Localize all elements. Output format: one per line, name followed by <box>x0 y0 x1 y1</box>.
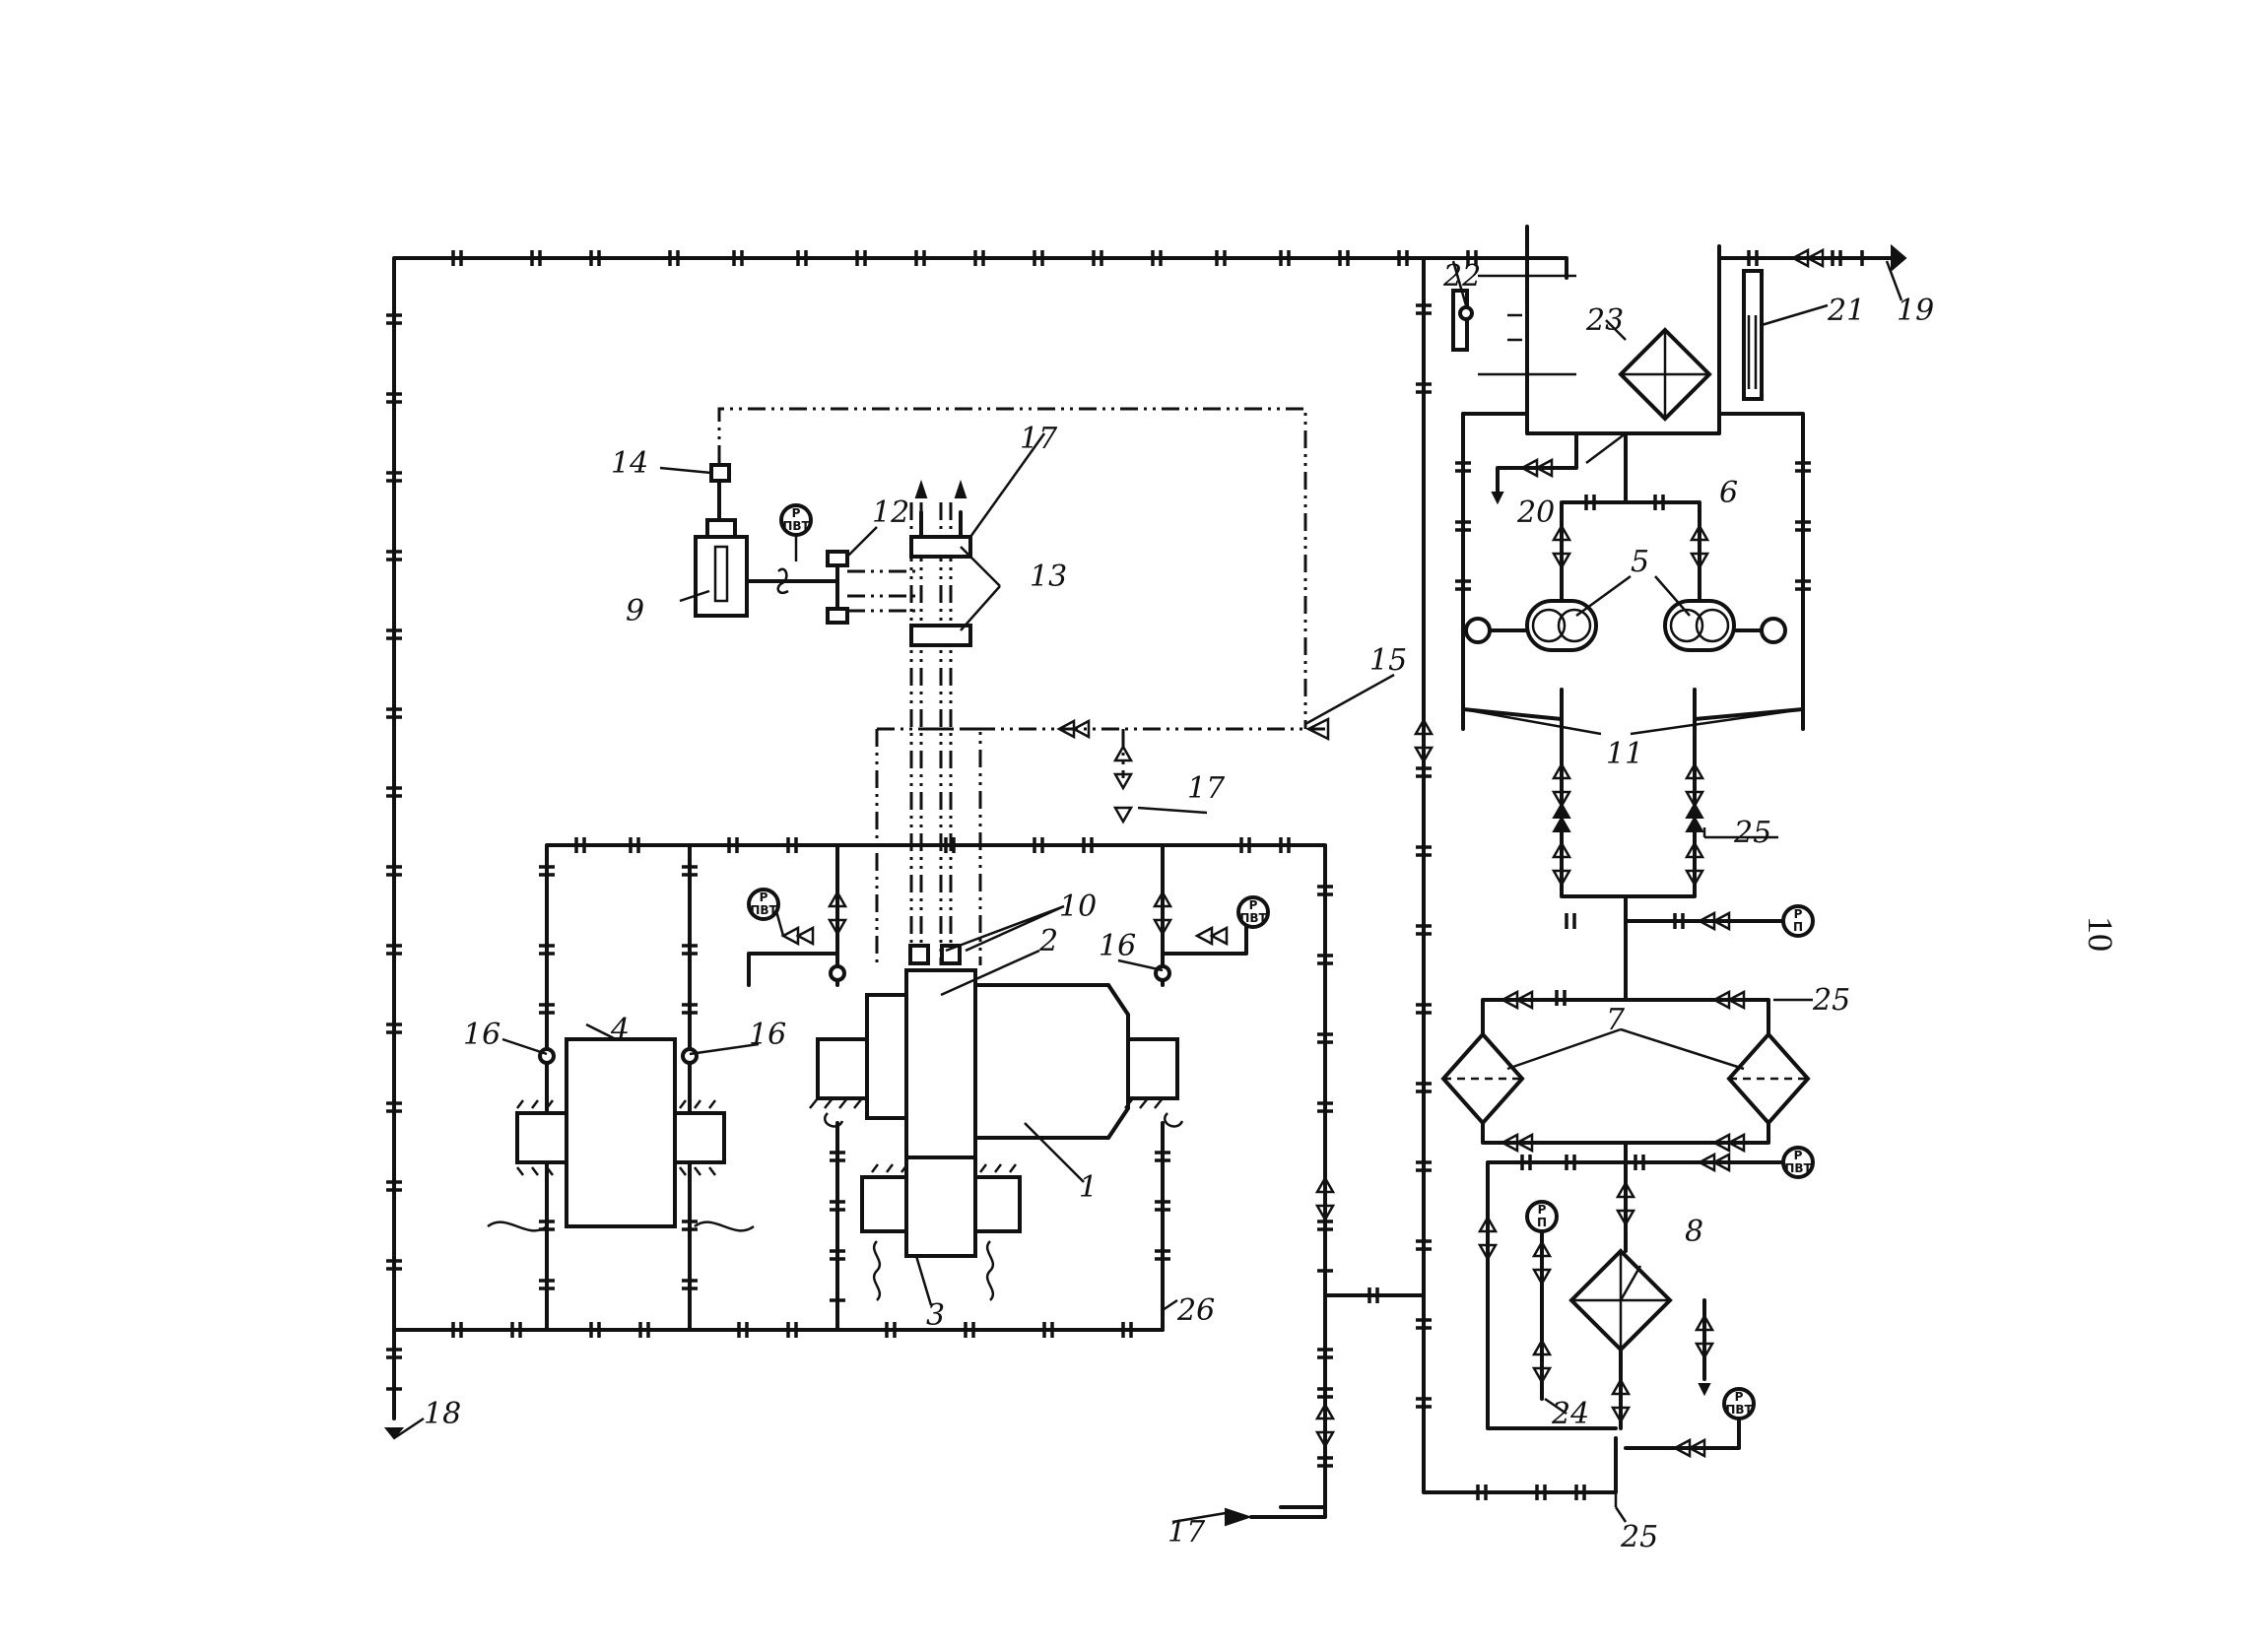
valves <box>383 243 1907 1527</box>
pressure-gauge-pg3: P ПВТ <box>1236 895 1270 929</box>
label-10: 10 <box>1059 890 1097 924</box>
label-26: 26 <box>1176 1293 1215 1328</box>
filters-7 <box>1440 1030 1811 1127</box>
label-9: 9 <box>626 594 644 628</box>
label-5: 5 <box>1631 545 1649 579</box>
gearbox-4 <box>487 1037 755 1232</box>
label-13: 13 <box>1030 560 1067 594</box>
svg-text:P: P <box>760 891 768 904</box>
pressure-gauge-pg4: P П <box>1781 904 1815 938</box>
label-21: 21 <box>1827 294 1865 328</box>
label-18: 18 <box>424 1397 461 1431</box>
label-23: 23 <box>1585 303 1624 338</box>
label-22: 22 <box>1442 259 1481 294</box>
label-24: 24 <box>1551 1397 1589 1431</box>
oil-lines <box>717 407 1325 965</box>
label-17c: 17 <box>1167 1515 1206 1550</box>
label-1: 1 <box>1079 1170 1098 1205</box>
label-6: 6 <box>1719 476 1738 510</box>
svg-text:P: P <box>1735 1390 1744 1404</box>
label-11: 11 <box>1606 737 1643 771</box>
pumps-5 <box>1464 599 1787 652</box>
svg-text:P: P <box>1538 1203 1547 1217</box>
svg-text:P: P <box>1249 898 1258 912</box>
label-16a: 16 <box>463 1018 500 1052</box>
page-number: 10 <box>2081 916 2120 952</box>
distributors-13 <box>909 479 972 647</box>
svg-text:P: P <box>792 506 801 520</box>
pressure-gauge-pg5: P ПВТ <box>1781 1146 1815 1179</box>
label-16b: 16 <box>749 1018 786 1052</box>
svg-text:P: P <box>1794 1149 1803 1162</box>
label-8: 8 <box>1685 1215 1703 1249</box>
label-25a: 25 <box>1733 816 1771 850</box>
position-labels: 1 2 3 4 5 6 7 8 9 10 11 12 13 14 15 16 1… <box>424 259 1934 1554</box>
pressure-gauge-pg7: P ПВТ <box>1722 1387 1756 1420</box>
distributor-12 <box>826 550 849 625</box>
flange-joints <box>386 250 1864 1500</box>
pipelines <box>392 225 1903 1519</box>
svg-text:ПВТ: ПВТ <box>1784 1161 1812 1175</box>
label-4: 4 <box>610 1013 630 1047</box>
svg-text:ПВТ: ПВТ <box>750 903 777 917</box>
svg-text:ПВТ: ПВТ <box>1725 1403 1753 1417</box>
cooler-8 <box>1568 1248 1673 1381</box>
svg-text:ПВТ: ПВТ <box>1239 911 1267 925</box>
label-15: 15 <box>1369 643 1407 678</box>
leader-lines <box>393 260 1903 1524</box>
label-12: 12 <box>872 495 909 530</box>
label-2: 2 <box>1038 924 1058 958</box>
pressure-gauge-pg2: P ПВТ <box>747 888 785 937</box>
label-25c: 25 <box>1620 1520 1658 1554</box>
oil-unit-9 <box>694 463 839 618</box>
svg-text:P: P <box>1794 907 1803 921</box>
svg-text:П: П <box>1537 1216 1547 1229</box>
label-20: 20 <box>1516 495 1555 530</box>
pressure-gauge-pg6: P П <box>1525 1200 1559 1233</box>
label-25b: 25 <box>1812 983 1850 1018</box>
label-17b: 17 <box>1187 771 1226 806</box>
label-3: 3 <box>926 1298 945 1333</box>
label-14: 14 <box>611 446 648 481</box>
label-7: 7 <box>1606 1003 1626 1037</box>
label-19: 19 <box>1897 294 1934 328</box>
svg-text:ПВТ: ПВТ <box>782 519 810 533</box>
tank-6 <box>1451 269 1764 422</box>
svg-text:П: П <box>1793 920 1803 934</box>
mill-drum-1 <box>809 968 1184 1301</box>
pressure-gauge-pg1: P ПВТ <box>779 503 813 561</box>
label-16c: 16 <box>1099 929 1136 963</box>
label-17a: 17 <box>1020 422 1058 456</box>
